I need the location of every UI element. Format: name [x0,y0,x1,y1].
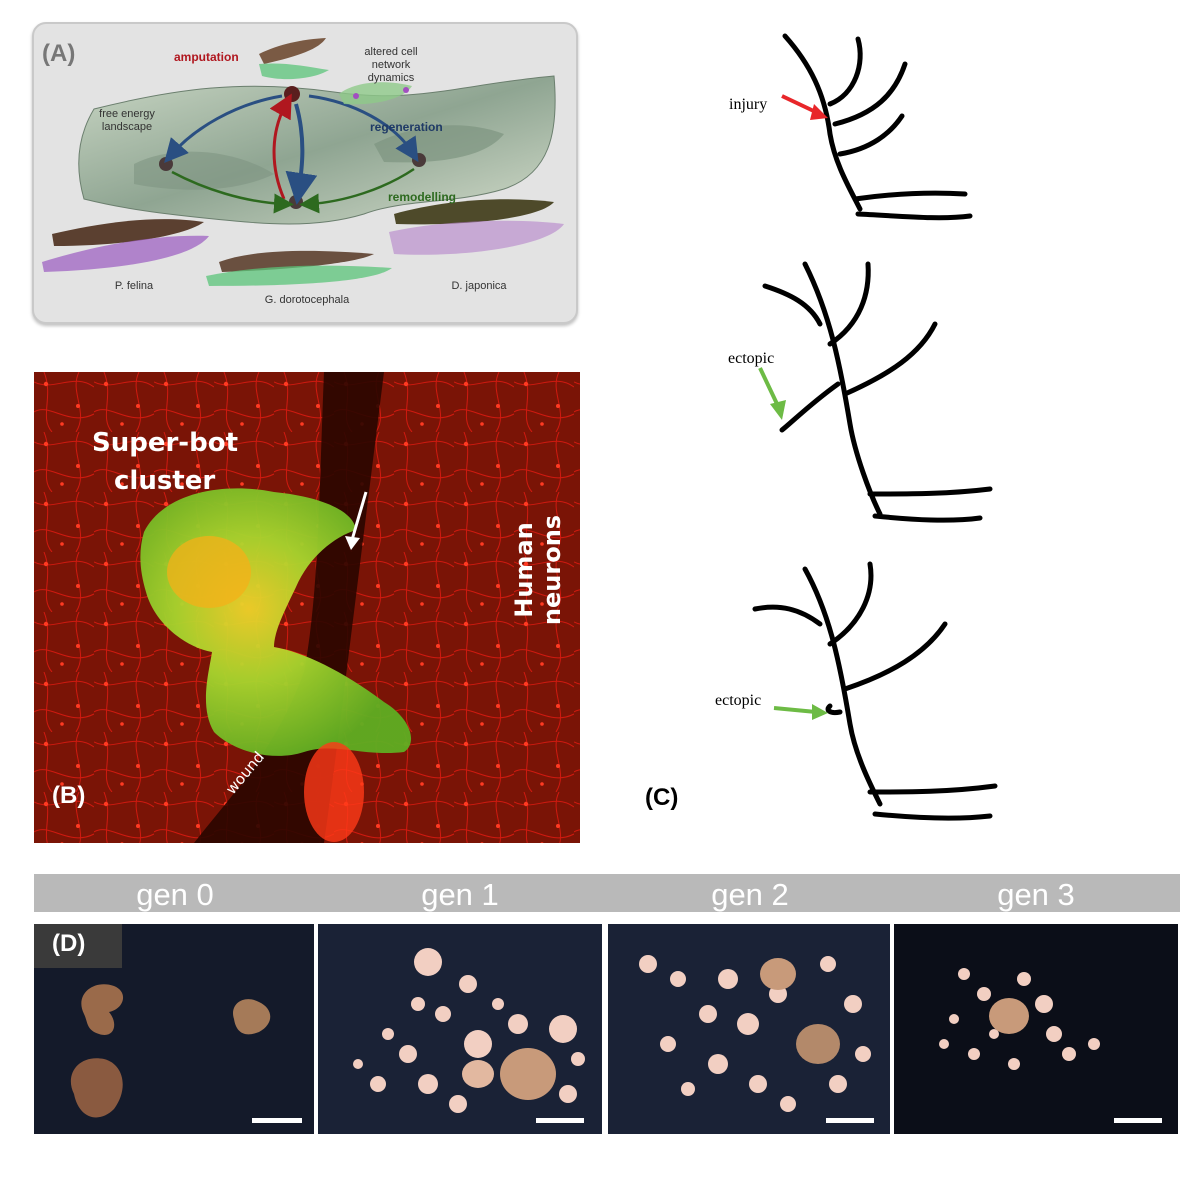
ectopic-label-2: ectopic [715,692,762,709]
ectopic-arrow-2-head [812,704,828,720]
gen-1-label: gen 1 [421,877,499,912]
antler-injury [782,33,973,221]
regeneration-arrow-left [164,94,283,164]
state-ball-top [284,86,300,102]
network-altered [339,82,412,105]
network-g-dorotocephala [206,265,392,286]
gen-3-scalebar [1114,1118,1162,1123]
regeneration-arrow-down [285,103,318,205]
gen-0-clusters [34,924,314,1134]
gen-0-label: gen 0 [136,877,214,912]
remodelling-arrow-right [299,167,415,214]
amputation-label: amputation [174,50,239,64]
state-ball-right [412,153,426,167]
gen-3-label: gen 3 [997,877,1075,912]
network-p-felina [42,235,209,272]
panel-c-letter: (C) [645,784,679,811]
species-p-felina: P. felina [114,280,154,292]
superbot-label-line1: Super-bot [92,428,238,458]
gen-2-clusters [608,924,890,1134]
network-d-japonica [389,220,564,255]
neurons-superbot-image [34,372,580,843]
state-ball-left [159,157,173,171]
species-d-japonica: D. japonica [451,280,507,292]
gen-1-clusters [318,924,602,1134]
gen-1-micrograph [318,924,602,1134]
gen-2-scalebar [826,1118,874,1123]
worm-p-felina [52,219,204,246]
gen-1-scalebar [536,1118,584,1123]
regeneration-label: regeneration [370,120,443,134]
free-energy-landscape-diagram [42,38,564,286]
human-neurons-label: Human neurons [510,514,566,626]
panel-b-letter: (B) [52,782,86,809]
free-energy-landscape-label: free energy landscape [99,108,155,133]
worm-amputated [259,38,326,64]
injury-arrow-head [810,104,828,120]
worm-g-dorotocephala [219,250,374,272]
network-amputated [259,63,329,80]
generation-header-bar [34,874,1180,912]
superbot-label-line2: cluster [114,466,216,496]
worm-d-japonica [394,199,554,225]
species-g-dorotocephala: G. dorotocephala [264,294,350,306]
antler-ectopic-2 [752,561,998,821]
injury-label: injury [729,96,768,113]
ectopic-arrow-1-head [770,400,786,420]
ectopic-arrow-1 [758,367,780,407]
remodelling-label: remodelling [388,190,457,204]
white-arrow-head [345,536,360,550]
panel-a-letter: (A) [42,40,76,67]
panel-d-letter: (D) [52,930,86,957]
panel-c-antlers [752,33,998,821]
antler-ectopic-1 [762,261,993,523]
gen-0-micrograph: (D) [34,924,314,1134]
remodelling-arrow-left [171,170,294,214]
regeneration-arrow-right [308,94,419,163]
gen-2-micrograph [608,924,890,1134]
panel-a-landscape: (A) amputation altered cell network dyna… [32,22,578,324]
gen-2-label: gen 2 [711,877,789,912]
altered-cell-network-label: altered cell network dynamics [364,46,418,84]
panel-b-micrograph: Super-bot cluster Human neurons wound (B… [34,372,580,843]
gen-0-scalebar [252,1118,302,1123]
white-arrow-shaft [350,491,368,541]
state-ball-bottom [289,195,303,209]
gen-3-micrograph [894,924,1178,1134]
gen-3-clusters [894,924,1178,1134]
amputation-arrow [269,93,292,200]
ectopic-arrow-2 [773,706,817,714]
ectopic-label-1: ectopic [728,350,775,367]
